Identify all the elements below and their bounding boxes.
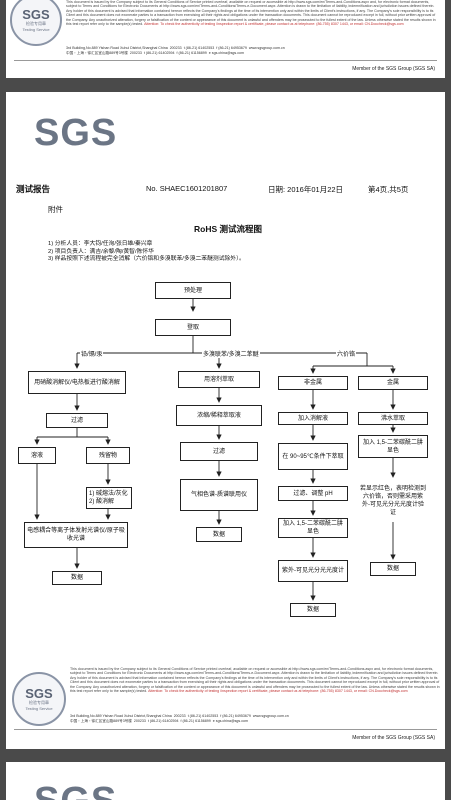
footer-rule bbox=[14, 60, 437, 61]
seal-line1: 检验专用章 bbox=[29, 700, 49, 705]
footer-rule bbox=[14, 729, 437, 730]
report-date: 日期: 2016年01月22日 bbox=[268, 185, 344, 194]
box-nonmetal: 非金属 bbox=[278, 376, 348, 390]
box-data-3: 数据 bbox=[290, 603, 336, 617]
alkaline-fusion-text: 1) 碱熔法/灰化 2) 酸消解 bbox=[89, 491, 128, 505]
document-page-previous: SGS 检验专用章 Testing Service This document … bbox=[6, 0, 445, 78]
box-spot-test: 若显示红色，表明检测到六价铬，否则需采用紫外-可见光分光光度计验证 bbox=[358, 480, 428, 522]
report-number: No. SHAEC1601201807 bbox=[146, 184, 228, 193]
report-label: 测试报告 bbox=[16, 184, 51, 194]
attachment-label: 附件 bbox=[48, 205, 63, 214]
sgs-testing-seal: SGS 检验专用章 Testing Service bbox=[10, 0, 62, 46]
box-concentrate: 浓缩/稀释萃取液 bbox=[176, 405, 262, 426]
box-add-dpc-2: 加入 1,5-二苯碳酰二肼显色 bbox=[278, 518, 348, 538]
flowchart-title: RoHS 测试流程图 bbox=[194, 224, 263, 234]
member-of-sgs: Member of the SGS Group (SGS SA) bbox=[352, 66, 435, 72]
contact-block: 3rd Building,No.889 Yishan Road Xuhui Di… bbox=[66, 46, 285, 55]
box-filter-2: 过滤 bbox=[180, 442, 258, 461]
box-pretreatment: 预处理 bbox=[155, 282, 231, 299]
attention-text: Attention: To check the authenticity of … bbox=[148, 689, 408, 694]
seal-line2: Testing Service bbox=[22, 27, 50, 32]
terms-fine-print: This document is issued by the Company s… bbox=[70, 667, 440, 709]
document-page-next: SGS bbox=[6, 762, 445, 800]
terms-text: This document is issued by the Company s… bbox=[66, 0, 436, 27]
document-page-4: SGS 测试报告 No. SHAEC1601201807 日期: 2016年01… bbox=[6, 92, 445, 749]
seal-line1: 检验专用章 bbox=[26, 21, 46, 26]
branch-label-cr: 六价铬 bbox=[336, 349, 357, 358]
seal-logo: SGS bbox=[22, 7, 50, 22]
box-data-1: 数据 bbox=[52, 571, 102, 585]
box-add-dpc-1: 加入 1,5-二苯碳酰二肼显色 bbox=[358, 435, 428, 458]
sgs-logo: SGS bbox=[34, 112, 118, 154]
sgs-logo: SGS bbox=[34, 780, 117, 800]
box-solvent-extraction: 用溶剂萃取 bbox=[178, 371, 260, 388]
sgs-testing-seal: SGS 检验专用章 Testing Service bbox=[12, 672, 66, 726]
contact-block: 3rd Building,No.889 Yishan Road Xuhui Di… bbox=[70, 714, 289, 723]
member-of-sgs: Member of the SGS Group (SGS SA) bbox=[352, 735, 435, 741]
box-solution: 溶液 bbox=[18, 447, 56, 464]
box-heat-extraction: 在 90~95℃条件下萃取 bbox=[278, 443, 348, 470]
note-1: 1) 分析人员：李大钧/任洵/张日雄/秦兴章 bbox=[48, 241, 153, 247]
attention-text: Attention: To check the authenticity of … bbox=[144, 22, 404, 27]
box-boil-extraction: 沸水萃取 bbox=[358, 412, 428, 425]
box-sampling: 登取 bbox=[155, 319, 231, 336]
box-filter-ph: 过滤、调整 pH bbox=[278, 486, 348, 501]
box-metal: 金属 bbox=[358, 376, 428, 390]
box-acid-digestion: 用硝酸消解仪/电热板进行酸消解 bbox=[28, 371, 126, 394]
box-alkaline-fusion: 1) 碱熔法/灰化 2) 酸消解 bbox=[86, 487, 132, 509]
box-data-4: 数据 bbox=[370, 562, 416, 576]
box-gcms: 气相色谱-质谱联用仪 bbox=[180, 479, 258, 511]
note-2: 2) 项目负责人：满吉/余黎/陶/黄智/陈怀华 bbox=[48, 248, 154, 255]
terms-text: This document is issued by the Company s… bbox=[70, 667, 440, 694]
box-icp: 电感耦合等离子体发射光谱仪/原子吸收光谱 bbox=[24, 522, 128, 548]
box-add-digestion: 加入消解液 bbox=[278, 412, 348, 425]
box-data-2: 数据 bbox=[196, 527, 242, 542]
procedure-notes: 1) 分析人员：李大钧/任洵/张日雄/秦兴章 2) 项目负责人：满吉/余黎/陶/… bbox=[48, 241, 245, 264]
box-uv-vis: 紫外-可见光分光光度计 bbox=[278, 560, 348, 582]
seal-line2: Testing Service bbox=[25, 706, 53, 711]
branch-label-metals: 铅/镉/汞 bbox=[80, 349, 104, 358]
box-residue: 残留物 bbox=[86, 447, 130, 464]
seal-logo: SGS bbox=[25, 686, 53, 701]
branch-label-pbb: 多溴联苯/多溴二苯醚 bbox=[202, 349, 260, 358]
page-number: 第4页,共5页 bbox=[368, 185, 409, 194]
box-filter-1: 过滤 bbox=[46, 413, 108, 428]
note-3: 3) 样品按照下述流程被完全消解（六价铬和多溴联苯/多溴二苯醚测试除外）。 bbox=[48, 256, 245, 262]
terms-fine-print: This document is issued by the Company s… bbox=[66, 0, 440, 40]
